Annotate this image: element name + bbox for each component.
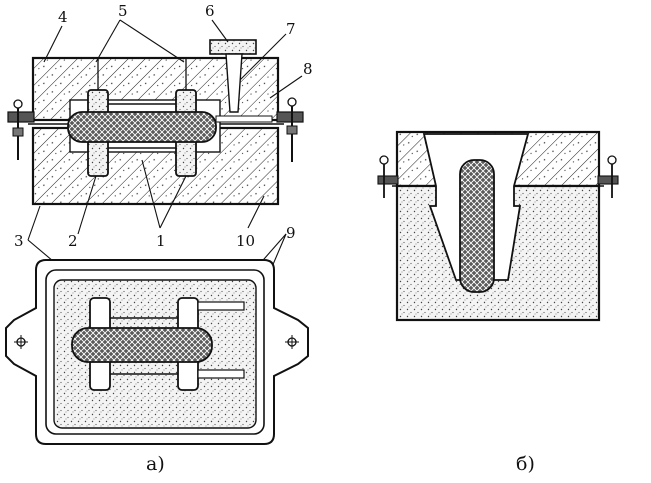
casting-b <box>459 159 495 293</box>
label-5: 5 <box>118 2 128 20</box>
label-8: 8 <box>303 60 313 78</box>
clamp-right <box>276 97 304 162</box>
clamp-b-right <box>597 155 619 198</box>
clamp-b-left <box>377 155 399 198</box>
leader-1b <box>159 175 187 229</box>
label-1: 1 <box>156 232 166 250</box>
figure-a-plan-view: а) <box>5 259 309 475</box>
runner-channel <box>215 115 273 123</box>
label-10: 10 <box>236 232 255 250</box>
leader-5b <box>119 19 185 63</box>
casting-plan <box>71 327 213 363</box>
leader-10 <box>247 195 265 229</box>
label-7: 7 <box>286 20 296 38</box>
leader-7 <box>239 33 287 81</box>
leader-8 <box>269 75 303 99</box>
label-9: 9 <box>286 224 296 242</box>
clamp-left <box>7 99 35 160</box>
label-3: 3 <box>14 232 24 250</box>
leader-2 <box>77 175 97 235</box>
leader-5a <box>95 19 121 63</box>
label-4: 4 <box>58 8 68 26</box>
leader-3a <box>27 205 41 241</box>
sprue-channel <box>225 53 243 113</box>
pouring-cup <box>209 39 257 55</box>
label-6: 6 <box>205 2 215 20</box>
leader-4 <box>43 25 63 63</box>
label-2: 2 <box>68 232 78 250</box>
figure-a-section: 4 5 6 7 8 3 2 1 10 9 <box>7 2 313 371</box>
runner-plan-upper <box>197 301 245 311</box>
caption-a: а) <box>146 453 165 475</box>
leader-1a <box>141 159 161 229</box>
casting-body <box>67 111 217 143</box>
runner-plan-lower <box>197 369 245 379</box>
figure-b: б) <box>377 130 619 475</box>
leader-6 <box>211 19 229 43</box>
caption-b: б) <box>516 453 535 475</box>
